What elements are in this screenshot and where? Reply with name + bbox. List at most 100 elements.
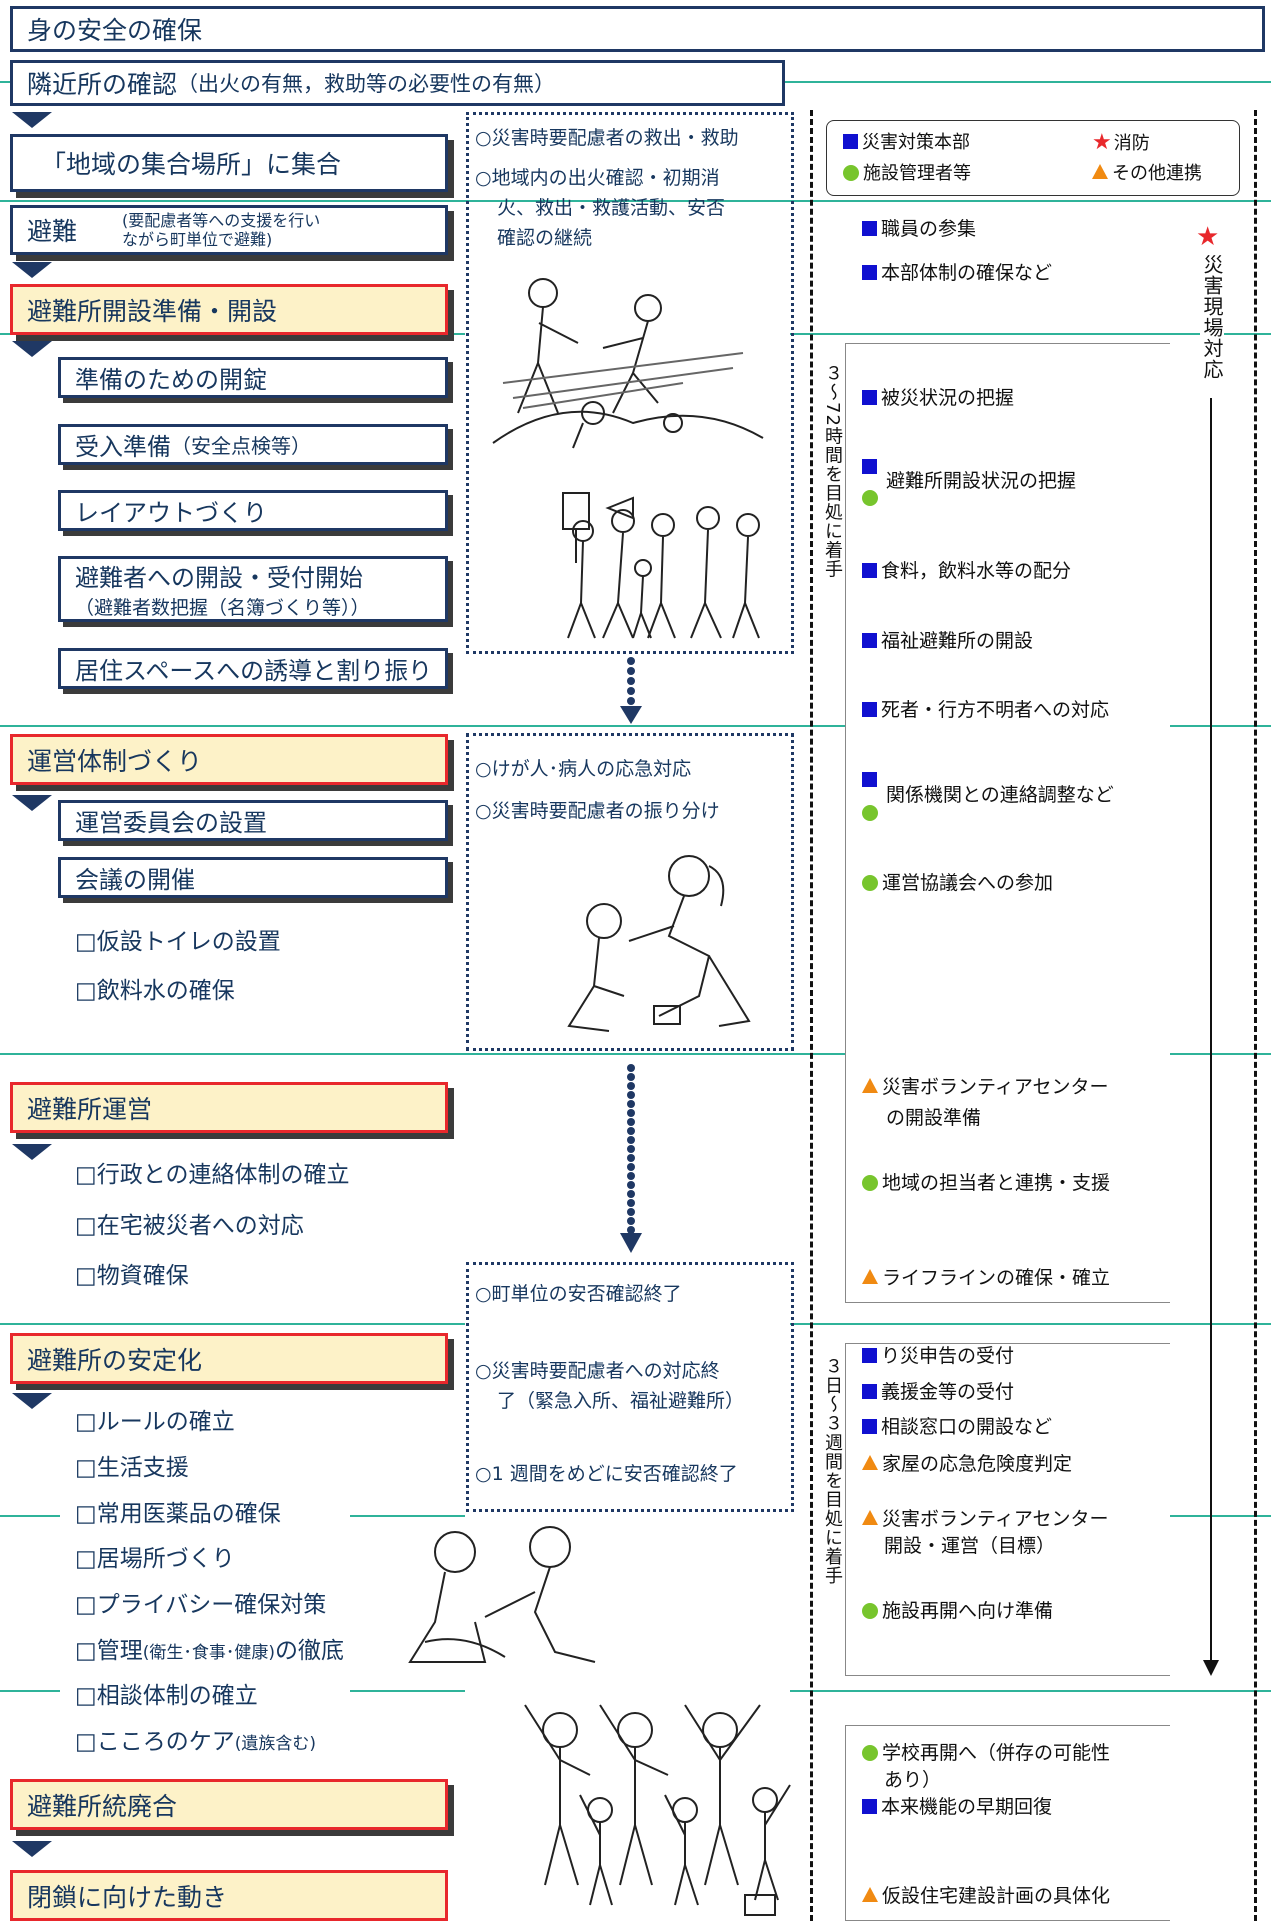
step-safety: 身の安全の確保 bbox=[10, 6, 1265, 52]
action-box-rescue: ○災害時要配慮者の救出・救助 ○地域内の出火確認・初期消 火、救出・救護活動、安… bbox=[466, 112, 794, 654]
step-shelter-operation: 避難所運営 bbox=[10, 1082, 448, 1133]
task-item: 食料，飲料水等の配分 bbox=[862, 558, 1071, 584]
down-arrow-icon bbox=[12, 341, 52, 357]
task-item: 職員の参集 bbox=[862, 216, 976, 242]
item-label: □こころのケア bbox=[75, 1729, 235, 1755]
fire-response-line bbox=[1210, 398, 1212, 1663]
separator bbox=[790, 1323, 1271, 1325]
substep-layout: レイアウトづくり bbox=[58, 490, 448, 531]
step-closing: 閉鎖に向けた動き bbox=[10, 1870, 448, 1921]
dotted-arrow-icon bbox=[620, 1064, 642, 1253]
green-circle-icon bbox=[862, 1175, 878, 1191]
step-label: 避難所開設準備・開設 bbox=[27, 296, 278, 326]
separator bbox=[350, 1690, 465, 1692]
action-box-first-aid: ○けが人･病人の応急対応 ○災害時要配慮者の振り分け bbox=[466, 733, 794, 1051]
dashed-divider bbox=[810, 110, 813, 1921]
down-arrow-icon bbox=[12, 795, 52, 811]
substep-reception: 避難者への開設・受付開始 （避難者数把握（名簿づくり等）） bbox=[58, 556, 448, 622]
green-circle-icon bbox=[862, 1745, 878, 1761]
step-label: 避難所統廃合 bbox=[27, 1791, 178, 1821]
substep-meeting: 会議の開催 bbox=[58, 857, 448, 898]
checklist-item: □相談体制の確立 bbox=[75, 1676, 266, 1710]
step-label: 居住スペースへの誘導と割り振り bbox=[75, 657, 433, 685]
orange-triangle-icon bbox=[862, 1269, 878, 1284]
step-label: 隣近所の確認 bbox=[27, 70, 178, 99]
down-arrow-icon bbox=[12, 1144, 52, 1160]
orange-triangle-icon bbox=[862, 1510, 878, 1525]
step-label: 避難者への開設・受付開始 bbox=[75, 564, 363, 592]
step-label: 避難所運営 bbox=[27, 1094, 153, 1124]
blue-square-icon bbox=[843, 134, 858, 149]
green-circle-icon bbox=[862, 804, 882, 823]
checklist-item: □居場所づくり bbox=[75, 1546, 235, 1572]
orange-triangle-icon bbox=[862, 1455, 878, 1470]
task-label: 家屋の応急危険度判定 bbox=[882, 1453, 1073, 1475]
task-item: 災害ボランティアセンター bbox=[862, 1506, 1108, 1532]
task-label: 災害ボランティアセンター bbox=[882, 1508, 1109, 1530]
green-circle-icon bbox=[862, 489, 882, 508]
down-arrow-icon bbox=[1203, 1660, 1219, 1676]
checklist-item: □在宅被災者への対応 bbox=[75, 1213, 304, 1239]
substep-guide: 居住スペースへの誘導と割り振り bbox=[58, 648, 448, 689]
substep-receive: 受入準備（安全点検等） bbox=[58, 424, 448, 465]
fire-response-label: 災害現場対応 bbox=[1200, 252, 1224, 382]
task-label: 義援金等の受付 bbox=[881, 1381, 1015, 1403]
step-operation-setup: 運営体制づくり bbox=[10, 734, 448, 785]
task-label: 運営協議会への参加 bbox=[882, 872, 1054, 894]
task-item: 義援金等の受付 bbox=[862, 1379, 1014, 1405]
checklist-item: □物資確保 bbox=[75, 1263, 189, 1289]
separator bbox=[0, 200, 1271, 202]
task-label: 本部体制の確保など bbox=[881, 262, 1053, 284]
task-item: 相談窓口の開設など bbox=[862, 1414, 1052, 1440]
task-label: 関係機関との連絡調整など bbox=[886, 784, 1114, 806]
checklist-item: □行政との連絡体制の確立 bbox=[75, 1162, 350, 1188]
blue-square-icon bbox=[862, 702, 877, 717]
action-note: ○災害時要配慮者の振り分け bbox=[475, 800, 720, 822]
green-circle-icon bbox=[862, 1603, 878, 1619]
blue-square-icon bbox=[862, 221, 877, 236]
separator bbox=[350, 1515, 465, 1517]
task-group-3weeks bbox=[845, 1343, 1170, 1676]
blue-square-icon bbox=[862, 1384, 877, 1399]
timeframe-label: ３〜72時間を目処に着手 bbox=[821, 360, 843, 583]
legend-item-other: その他連携 bbox=[1092, 161, 1202, 187]
task-item: 運営協議会への参加 bbox=[862, 870, 1053, 896]
blue-square-icon bbox=[862, 771, 881, 790]
separator bbox=[790, 1690, 1271, 1692]
separator bbox=[0, 1053, 1271, 1055]
task-label: 開設・運営（目標） bbox=[884, 1535, 1056, 1557]
blue-square-icon bbox=[862, 458, 881, 477]
task-label: 学校再開へ（併存の可能性 bbox=[882, 1742, 1111, 1764]
blue-square-icon bbox=[862, 1348, 877, 1363]
step-label: 会議の開催 bbox=[75, 866, 195, 894]
substep-unlock: 準備のための開錠 bbox=[58, 357, 448, 398]
task-item: 施設再開へ向け準備 bbox=[862, 1598, 1053, 1624]
action-note: ○災害時要配慮者の救出・救助 bbox=[475, 127, 739, 149]
blue-square-icon bbox=[862, 1419, 877, 1434]
task-item: 地域の担当者と連携・支援 bbox=[862, 1170, 1110, 1196]
red-star-icon: ★ bbox=[1196, 222, 1220, 252]
task-item: 本来機能の早期回復 bbox=[862, 1794, 1052, 1820]
checklist-item: □仮設トイレの設置 bbox=[75, 929, 281, 955]
legend-label: 施設管理者等 bbox=[863, 163, 971, 184]
blue-square-icon bbox=[862, 1799, 877, 1814]
green-circle-icon bbox=[843, 165, 859, 181]
dotted-arrow-icon bbox=[620, 657, 642, 724]
separator bbox=[0, 1690, 60, 1692]
step-gather: 「地域の集合場所」に集合 bbox=[10, 134, 448, 192]
down-arrow-icon bbox=[12, 262, 52, 278]
step-label: 準備のための開錠 bbox=[75, 366, 267, 394]
task-label: 施設再開へ向け準備 bbox=[882, 1600, 1054, 1622]
checklist-item: □こころのケア(遺族含む) bbox=[75, 1722, 316, 1756]
task-label: 福祉避難所の開設 bbox=[881, 630, 1034, 652]
task-label: り災申告の受付 bbox=[881, 1345, 1015, 1367]
checklist-item: □飲料水の確保 bbox=[75, 978, 235, 1004]
action-note: 火、救出・救護活動、安否 bbox=[497, 197, 726, 219]
task-item: 死者・行方不明者への対応 bbox=[862, 697, 1109, 723]
step-label: 身の安全の確保 bbox=[27, 16, 203, 45]
item-label: の徹底 bbox=[275, 1638, 344, 1664]
task-item: 福祉避難所の開設 bbox=[862, 628, 1033, 654]
legend: 災害対策本部 ★消防 施設管理者等 その他連携 bbox=[826, 120, 1240, 196]
orange-triangle-icon bbox=[1092, 164, 1108, 179]
checklist-item: □管理(衛生･食事･健康)の徹底 bbox=[75, 1631, 344, 1665]
